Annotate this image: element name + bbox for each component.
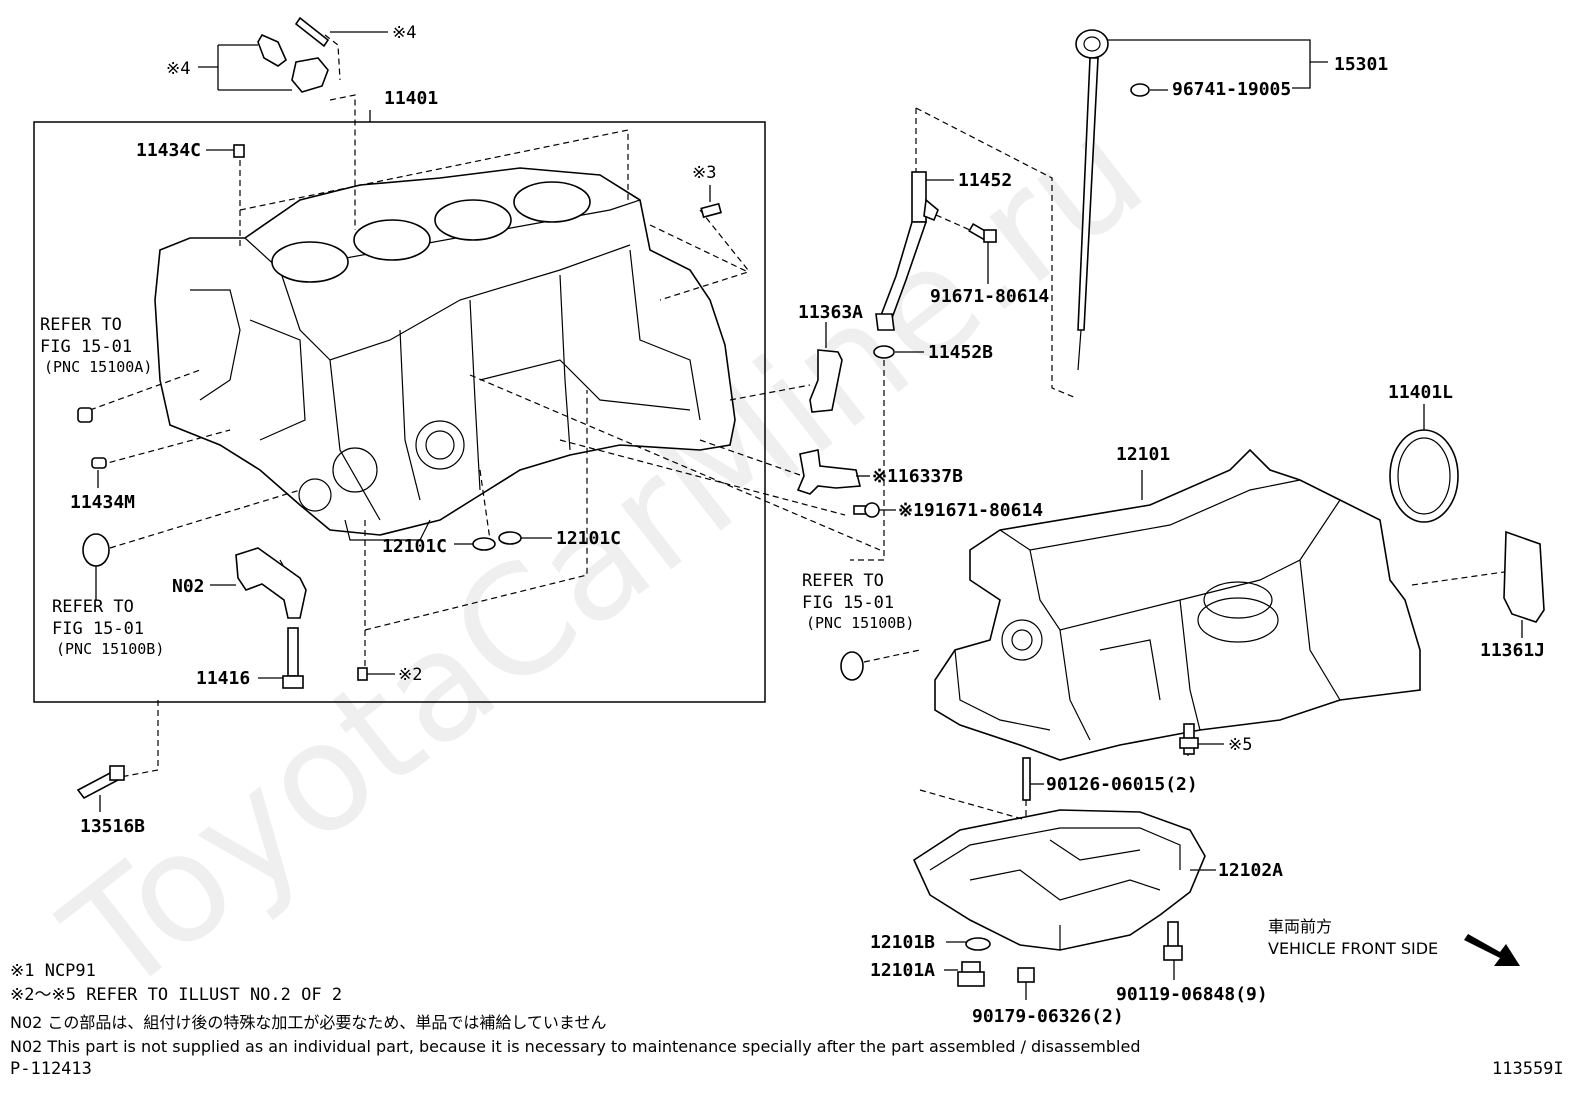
vehicle-front-arrow-icon [1464,934,1520,966]
part-16337b-bracket [796,449,862,495]
part-knock-pin-1 [77,407,93,423]
part-oring-left [82,533,110,567]
vehicle-front-jp: 車両前方 [1268,917,1332,936]
label-12101: 12101 [1116,444,1170,465]
part-15301-dipstick [1075,29,1109,371]
part-90179-nut [1017,967,1035,983]
label-15301: 15301 [1334,54,1388,75]
part-oring-right [840,651,864,681]
refer-to-3-line3: (PNC 15100B) [806,614,914,632]
label-96741-19005: 96741-19005 [1172,79,1291,100]
part-11363a-insulator [809,349,843,413]
part-11434c-pin [233,144,245,158]
cylinder-block-illustration [154,167,736,541]
label-11434m: 11434M [70,492,135,513]
part-12102a-oil-pan [912,809,1206,951]
refer-to-1-line2: FIG 15-01 [40,337,132,357]
label-91671-80614-b: ※191671-80614 [898,500,1043,521]
part-m5-bolt [1179,723,1199,755]
mark-m3: ※3 [692,163,716,183]
part-12101-crankcase [934,448,1421,761]
refer-to-3-line1: REFER TO [802,571,884,591]
label-12101b: 12101B [870,932,935,953]
figure-code: 113559I [1492,1059,1564,1079]
label-11401l: 11401L [1388,382,1453,403]
part-12101c-ring-2 [498,531,522,545]
part-knock-pin-2 [91,457,107,469]
mark-m2: ※2 [398,665,422,685]
footnote-refer-illust: ※2～※5 REFER TO ILLUST NO.2 OF 2 [10,985,342,1005]
part-11361j-cover [1503,530,1545,623]
part-m2-pin [357,667,368,681]
block-assembly-lines [89,34,881,779]
label-12102a: 12102A [1218,860,1283,881]
mark-m4-left: ※4 [166,59,190,79]
refer-to-3-line2: FIG 15-01 [802,593,894,613]
union-fitting-parts [257,16,330,93]
vehicle-front-en: VEHICLE FRONT SIDE [1268,939,1438,958]
label-11452: 11452 [958,170,1012,191]
mark-m4-right: ※4 [392,23,416,43]
label-12101a: 12101A [870,960,935,981]
part-11416-bolt [282,627,304,689]
leader-m4a [198,44,292,91]
label-n02: N02 [172,576,205,597]
refer-to-1-line3: (PNC 15100A) [44,358,152,376]
part-m3-pin [700,202,722,219]
label-13516b: 13516B [80,816,145,837]
footnote-n02-jp: N02 この部品は、組付け後の特殊な加工が必要なため、単品では補給していません [10,1013,606,1032]
part-12101a-drain-plug [957,961,985,987]
part-96741-oring [1130,83,1150,97]
label-11363a: 11363A [798,302,863,323]
label-11434c: 11434C [136,140,201,161]
label-11361j: 11361J [1480,640,1545,661]
part-13516b-pipe [76,765,125,800]
leader-15301 [1108,39,1328,91]
refer-to-2-line1: REFER TO [52,597,134,617]
label-90119-06848: 90119-06848(9) [1116,984,1268,1005]
part-11452b-oring [873,345,895,359]
label-16337b: ※116337B [872,466,963,487]
label-91671-80614: 91671-80614 [930,286,1049,307]
gauge-guide-assembly-line [915,107,1077,399]
mark-m5: ※5 [1228,735,1252,755]
footnote-ncp91: ※1 NCP91 [10,961,96,981]
label-90179-06326: 90179-06326(2) [972,1006,1124,1027]
part-12101c-ring-1 [472,537,496,551]
part-n02-bearing-cap [235,547,307,619]
label-12101c-2: 12101C [556,528,621,549]
label-11416: 11416 [196,668,250,689]
part-90126-stud-bolt [1022,757,1031,801]
illustration-number: P-112413 [10,1059,92,1079]
footnote-n02-en: N02 This part is not supplied as an indi… [10,1037,1140,1056]
part-91671-bolt [968,222,997,243]
part-11401l-oil-seal [1389,429,1459,523]
label-12101c-1: 12101C [382,536,447,557]
part-11452-gauge-guide [875,171,939,331]
label-90126-06015: 90126-06015(2) [1046,774,1198,795]
refer-to-1-line1: REFER TO [40,315,122,335]
refer-to-2-line2: FIG 15-01 [52,619,144,639]
label-11401: 11401 [384,88,438,109]
refer-to-2-line3: (PNC 15100B) [56,640,164,658]
cylinder-block-frame [33,121,766,703]
label-11452b: 11452B [928,342,993,363]
part-90119-bolt [1163,921,1183,961]
part-12101b-gasket [965,937,991,951]
part-91671-bolt-2 [853,502,880,518]
